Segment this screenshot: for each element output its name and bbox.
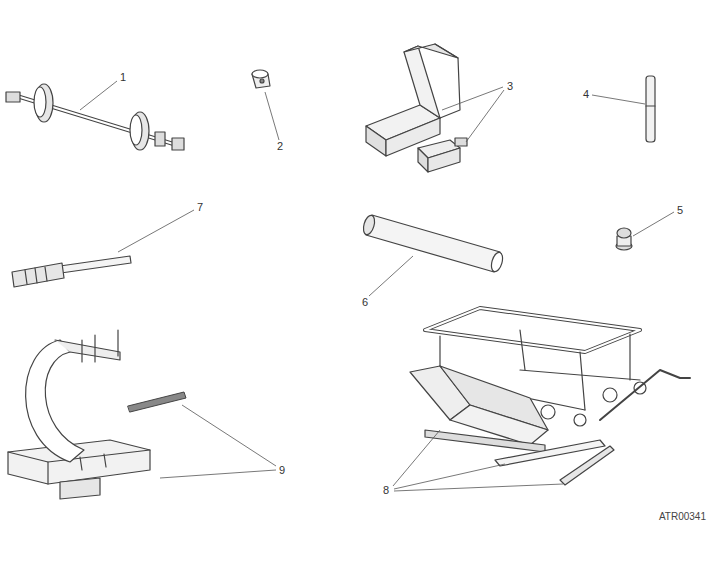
callout-number: 4 (582, 89, 590, 100)
callout-number: 7 (196, 202, 204, 213)
support-stand (8, 330, 186, 499)
callout-number: 2 (276, 141, 284, 152)
gauge-kit (366, 44, 467, 172)
callout-number: 3 (506, 81, 514, 92)
callout-number: 6 (361, 297, 369, 308)
plug-fitting (616, 228, 632, 250)
pin-tool (646, 76, 655, 142)
callout-number: 1 (119, 72, 127, 83)
tube-tool (361, 214, 504, 273)
sleeve-tool (252, 70, 270, 88)
threaded-rod (12, 256, 131, 287)
callout-number: 9 (278, 465, 286, 476)
puller-tool (6, 84, 184, 150)
callout-number: 5 (676, 205, 684, 216)
lift-jack (410, 308, 690, 485)
leader-lines (80, 81, 674, 491)
drawing-code: ATR00341 (658, 512, 707, 522)
callout-number: 8 (382, 485, 390, 496)
